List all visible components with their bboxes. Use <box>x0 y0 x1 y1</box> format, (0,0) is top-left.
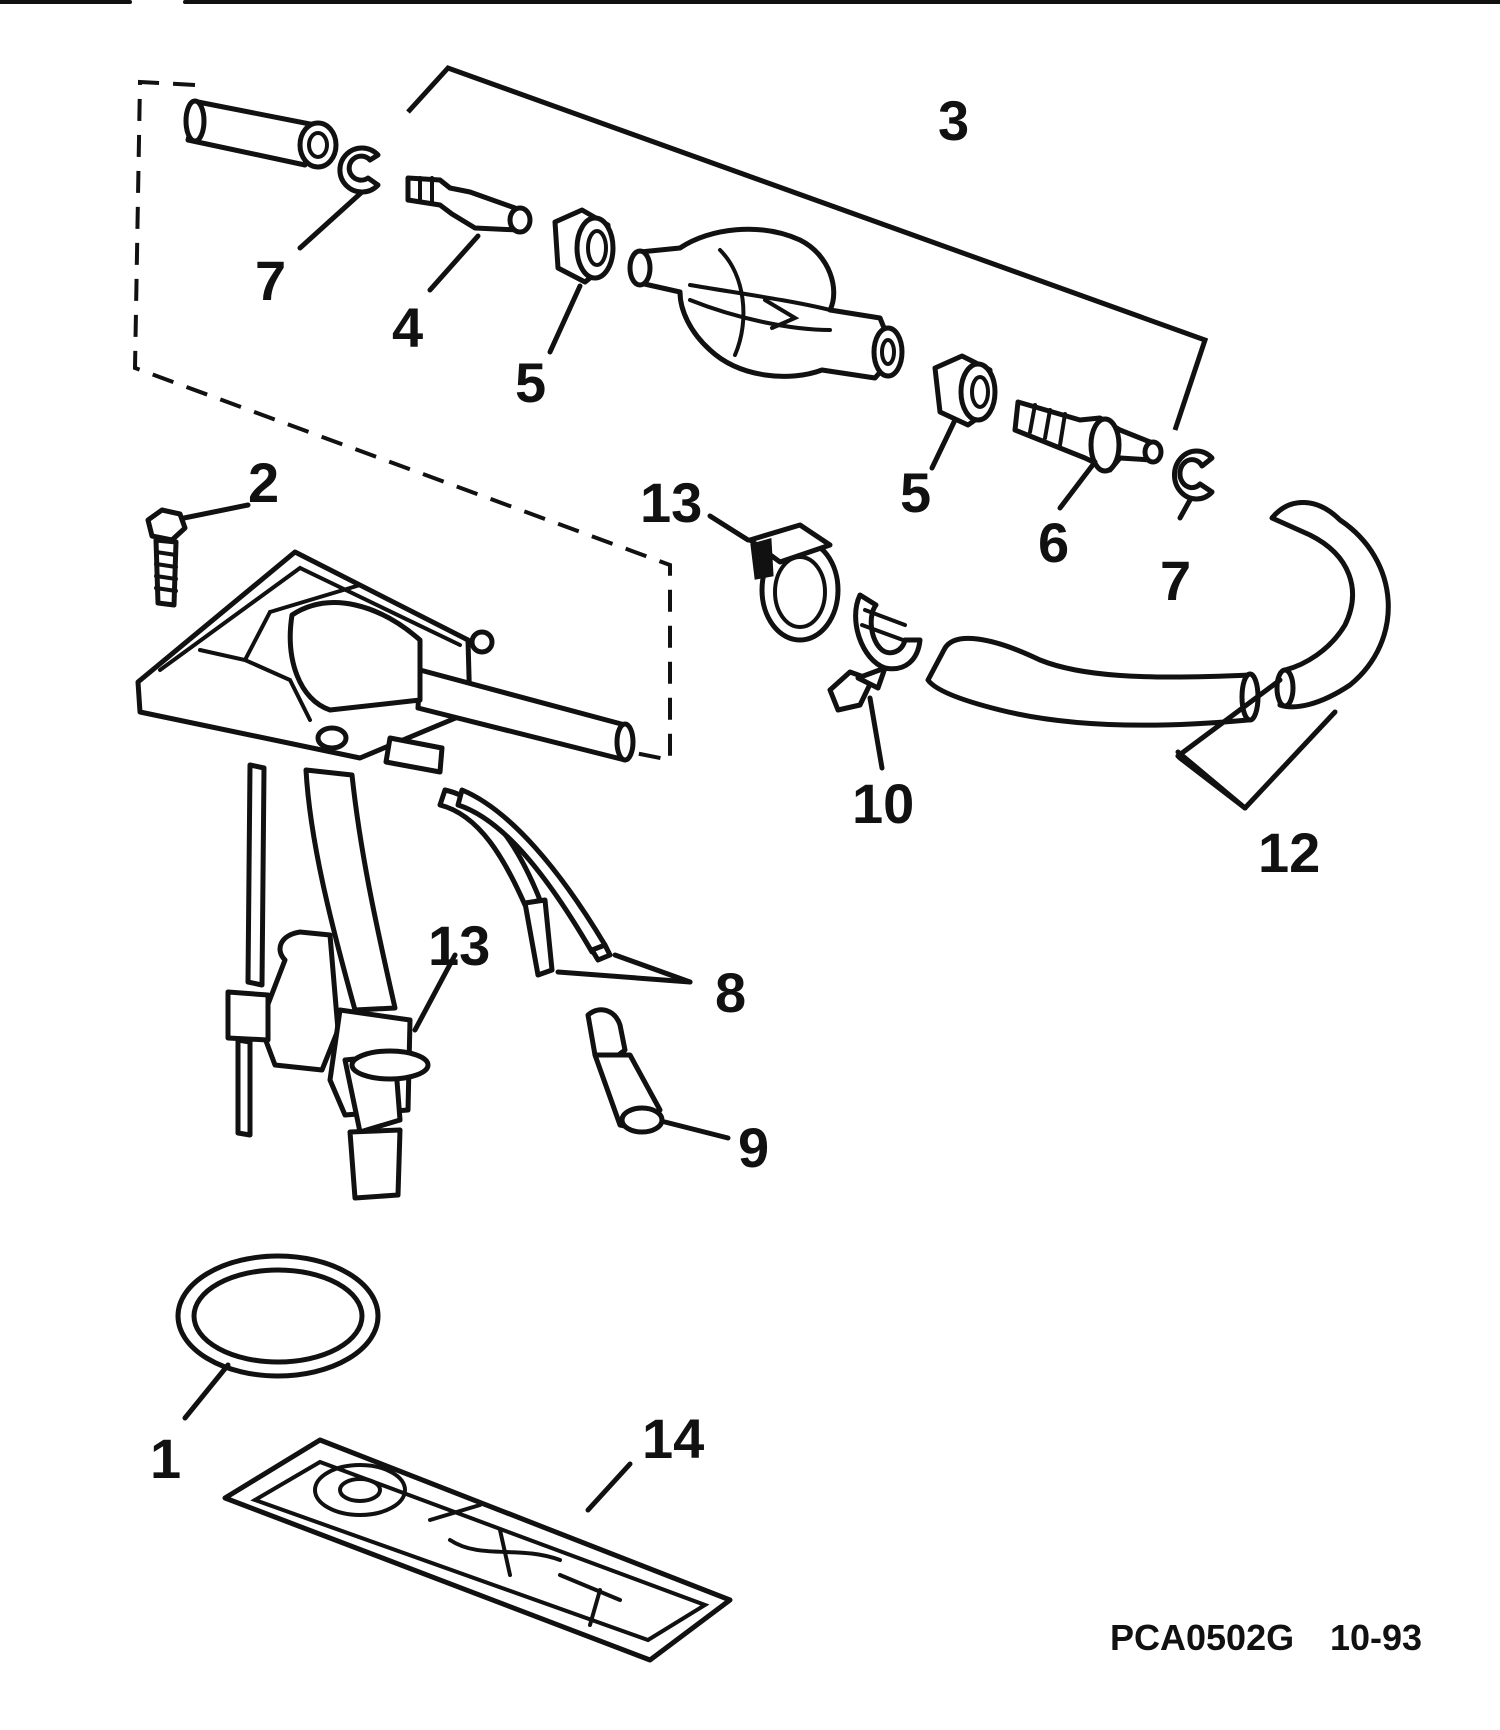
clip-7-left-part <box>337 145 381 195</box>
clamp-10-part <box>827 592 923 713</box>
callout-7-left: 7 <box>255 249 286 312</box>
callout-14: 14 <box>642 1407 704 1470</box>
hose-12-part <box>925 500 1391 728</box>
callout-12: 12 <box>1258 821 1320 884</box>
leader-lines <box>181 189 1338 1513</box>
filter-14-part <box>222 1437 733 1663</box>
callout-6: 6 <box>1038 511 1069 574</box>
callout-9: 9 <box>738 1116 769 1179</box>
callout-4: 4 <box>392 296 423 359</box>
connector-9-part <box>585 1007 665 1135</box>
fuel-pickup-body-part <box>135 549 636 1201</box>
callout-10: 10 <box>852 772 914 835</box>
bolt-2-part <box>145 507 188 608</box>
wires-8-part <box>437 787 613 978</box>
callout-13-upper: 13 <box>640 471 702 534</box>
primer-assembly-bracket <box>406 65 1209 431</box>
nut-5-left-part <box>552 207 616 285</box>
callout-7-right: 7 <box>1160 549 1191 612</box>
hose-segment-part <box>183 98 339 170</box>
dashed-assembly-outline <box>132 79 672 763</box>
o-ring-1-part <box>175 1253 381 1379</box>
nut-5-right-part <box>932 353 998 428</box>
callout-5-right: 5 <box>900 461 931 524</box>
primer-bulb-part <box>627 226 905 381</box>
callout-5-left: 5 <box>515 351 546 414</box>
clip-7-right-part <box>1171 448 1215 502</box>
callout-1: 1 <box>150 1427 181 1490</box>
clamp-13-upper-part <box>747 522 841 643</box>
callout-13-lower: 13 <box>428 914 490 977</box>
drawing-code: PCA0502G <box>1110 1617 1294 1658</box>
callout-3: 3 <box>938 89 969 152</box>
callout-8: 8 <box>715 961 746 1024</box>
drawing-date: 10-93 <box>1330 1617 1422 1658</box>
fitting-6-part <box>1012 399 1164 474</box>
fitting-4-part <box>405 175 533 235</box>
callout-2: 2 <box>248 451 279 514</box>
